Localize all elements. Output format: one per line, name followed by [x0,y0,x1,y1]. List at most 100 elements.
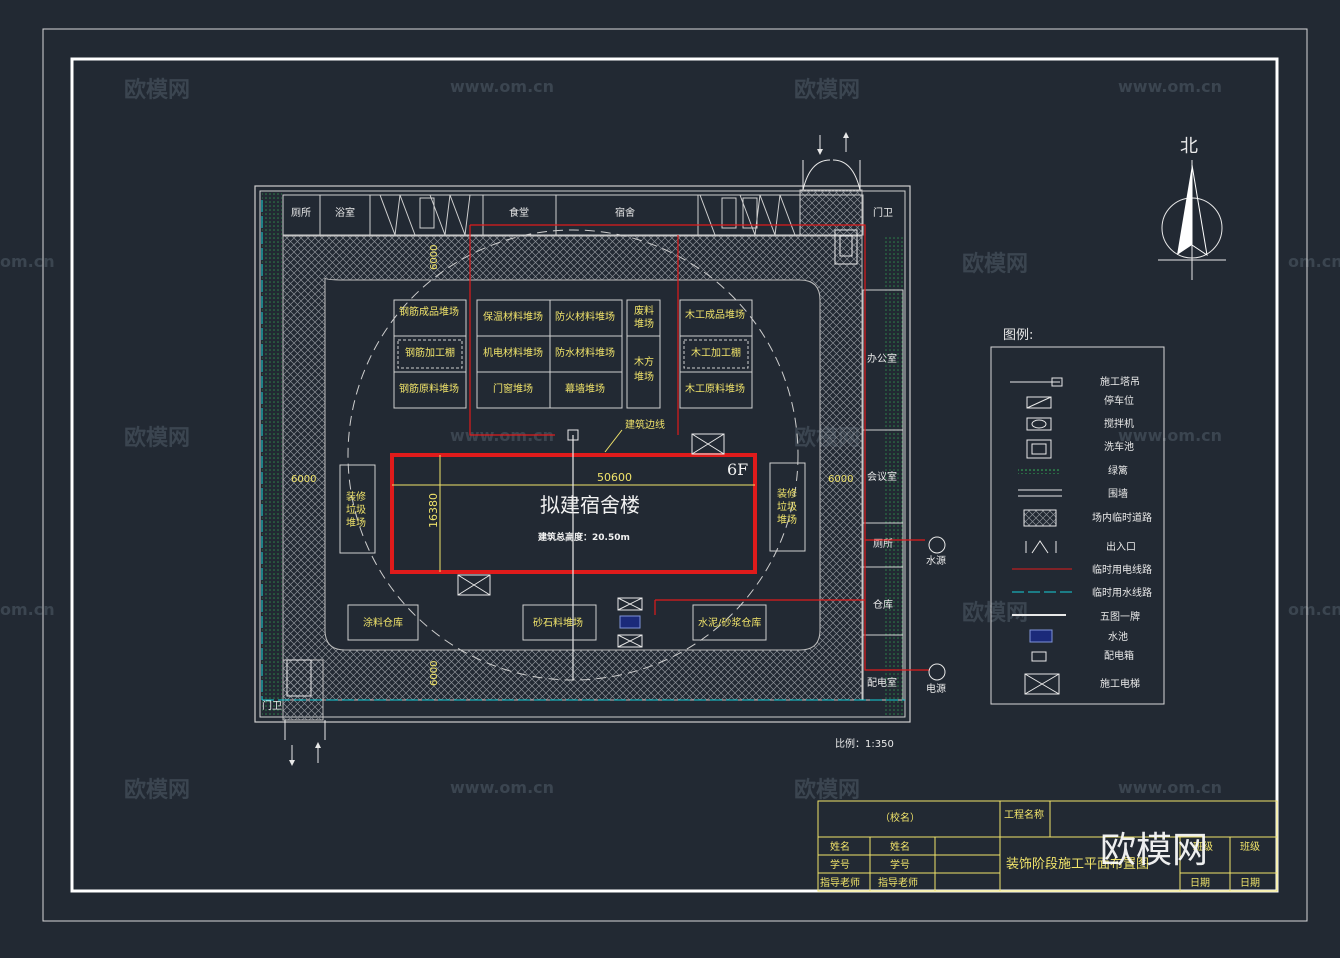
legend-label-power-line: 临时用电线路 [1092,563,1152,576]
legend-label-water-line: 临时用水线路 [1092,586,1152,599]
yard-curtain: 幕墙堆场 [565,382,605,395]
room-storage: 仓库 [873,598,893,611]
watermark-url: www.om.cn [450,77,554,96]
building-name: 拟建宿舍楼 [540,493,640,517]
scale-label: 比例：1:350 [835,737,894,750]
title-id-label-2: 学号 [890,858,910,871]
yard-window: 门窗堆场 [493,382,533,395]
paint-storage-label: 涂料仓库 [363,616,403,629]
power-lines [469,224,930,671]
title-teacher-label-2: 指导老师 [878,876,918,889]
legend-label-distribution-box: 配电箱 [1104,649,1134,662]
watermark-text: 欧模网 [962,600,1028,626]
watermark-url: om.cn [1288,600,1340,619]
title-name-label-2: 姓名 [890,840,910,853]
yard-timber-2: 堆场 [634,370,654,383]
garbage-right-2: 垃圾 [777,500,797,513]
watermark-url: www.om.cn [1118,426,1222,445]
legend-label-road: 场内临时道路 [1092,511,1152,524]
yard-steel-process: 钢筋加工棚 [405,346,455,359]
building-edge-label: 建筑边线 [625,418,665,431]
title-id-label: 学号 [830,858,850,871]
legend-label-mixer: 搅拌机 [1104,417,1134,430]
south-gate [284,720,326,766]
garbage-right-1: 装修 [777,487,797,500]
yard-wood-finished: 木工成品堆场 [685,308,745,321]
dim-left: 6000 [291,474,316,485]
watermark-url: om.cn [1288,252,1340,271]
room-dormitory: 宿舍 [615,206,635,219]
watermark-text: 欧模网 [962,251,1028,277]
north-label: 北 [1180,136,1198,157]
legend-label-greenbelt: 绿篱 [1108,464,1128,477]
watermark-text: 欧模网 [124,425,190,451]
logo-watermark: 欧模网 [1100,830,1208,871]
dim-right: 6000 [828,474,853,485]
room-toilet-right: 厕所 [873,538,893,550]
yard-wood-raw: 木工原料堆场 [685,382,745,395]
inner-frame [70,57,1279,893]
wood-yard-block [679,299,753,409]
mixer [617,597,643,648]
green-belt-left [262,193,282,715]
title-school: （校名） [880,811,920,824]
drawing-title: 装饰阶段施工平面布置图 [1006,857,1149,872]
garbage-yard-left [339,464,376,554]
watermark-url: www.om.cn [1118,77,1222,96]
room-toilet-top: 厕所 [291,207,311,219]
gate-house-south: 门卫 [262,699,282,712]
garbage-right-3: 堆场 [777,513,797,526]
building-height: 建筑总高度：20.50m [538,531,630,543]
garbage-yard-right [769,462,806,552]
power-source-label: 电源 [926,682,946,695]
dim-bottom: 6000 [429,661,440,686]
title-class-label-2: 班级 [1240,841,1260,853]
legend-labels: 施工塔吊 停车位 搅拌机 洗车池 绿篱 围墙 场内临时道路 出入口 临时用电线路… [1092,375,1152,690]
dim-width: 16380 [427,493,440,528]
watermark-text: 欧模网 [124,77,190,103]
garbage-left-3: 堆场 [346,516,366,529]
yard-wood-process: 木工加工棚 [691,346,741,359]
title-project-label: 工程名称 [1004,808,1044,821]
material-yard-block [476,299,661,409]
watermark-url: om.cn [0,252,55,271]
power-source-icon [928,663,946,681]
sand-yard-label: 砂石料堆场 [533,616,583,629]
water-lines [261,200,905,701]
yard-waterproof: 防水材料堆场 [555,346,615,359]
room-meeting: 会议室 [867,470,897,483]
title-name-label: 姓名 [830,840,850,853]
watermark-text: 欧模网 [124,777,190,803]
carwash-south [286,659,312,697]
yard-timber-1: 木方 [634,355,654,368]
legend-label-elevator: 施工电梯 [1100,677,1140,690]
legend-label-pool: 水池 [1108,630,1128,643]
watermark-text: 欧模网 [794,777,860,803]
water-source-label: 水源 [926,554,946,567]
garbage-left-2: 垃圾 [346,503,366,516]
title-class-label: 班级 [1193,841,1213,853]
construction-elevator-bottom [457,574,491,596]
title-block [817,800,1278,892]
north-gate [802,132,861,191]
yard-steel-finished: 钢筋成品堆场 [399,305,459,318]
legend-label-entrance: 出入口 [1106,540,1136,553]
room-bath: 浴室 [335,206,355,219]
watermark-url: www.om.cn [450,778,554,797]
gate-house-north: 门卫 [873,206,893,219]
north-arrow: 北 [1158,136,1226,280]
site-wall [254,185,911,723]
title-date-label-2: 日期 [1240,877,1260,889]
legend-symbols [1010,377,1072,695]
watermark-url: om.cn [0,600,55,619]
yard-waste-1: 废料 [634,304,654,317]
dim-length: 50600 [597,471,632,484]
room-canteen: 食堂 [509,206,529,219]
water-source-icon [928,536,946,554]
construction-elevator-top [691,433,725,455]
top-building-row [282,194,864,236]
building-floors: 6F [727,460,748,479]
water-pool [619,615,641,629]
legend-label-crane: 施工塔吊 [1100,375,1140,388]
